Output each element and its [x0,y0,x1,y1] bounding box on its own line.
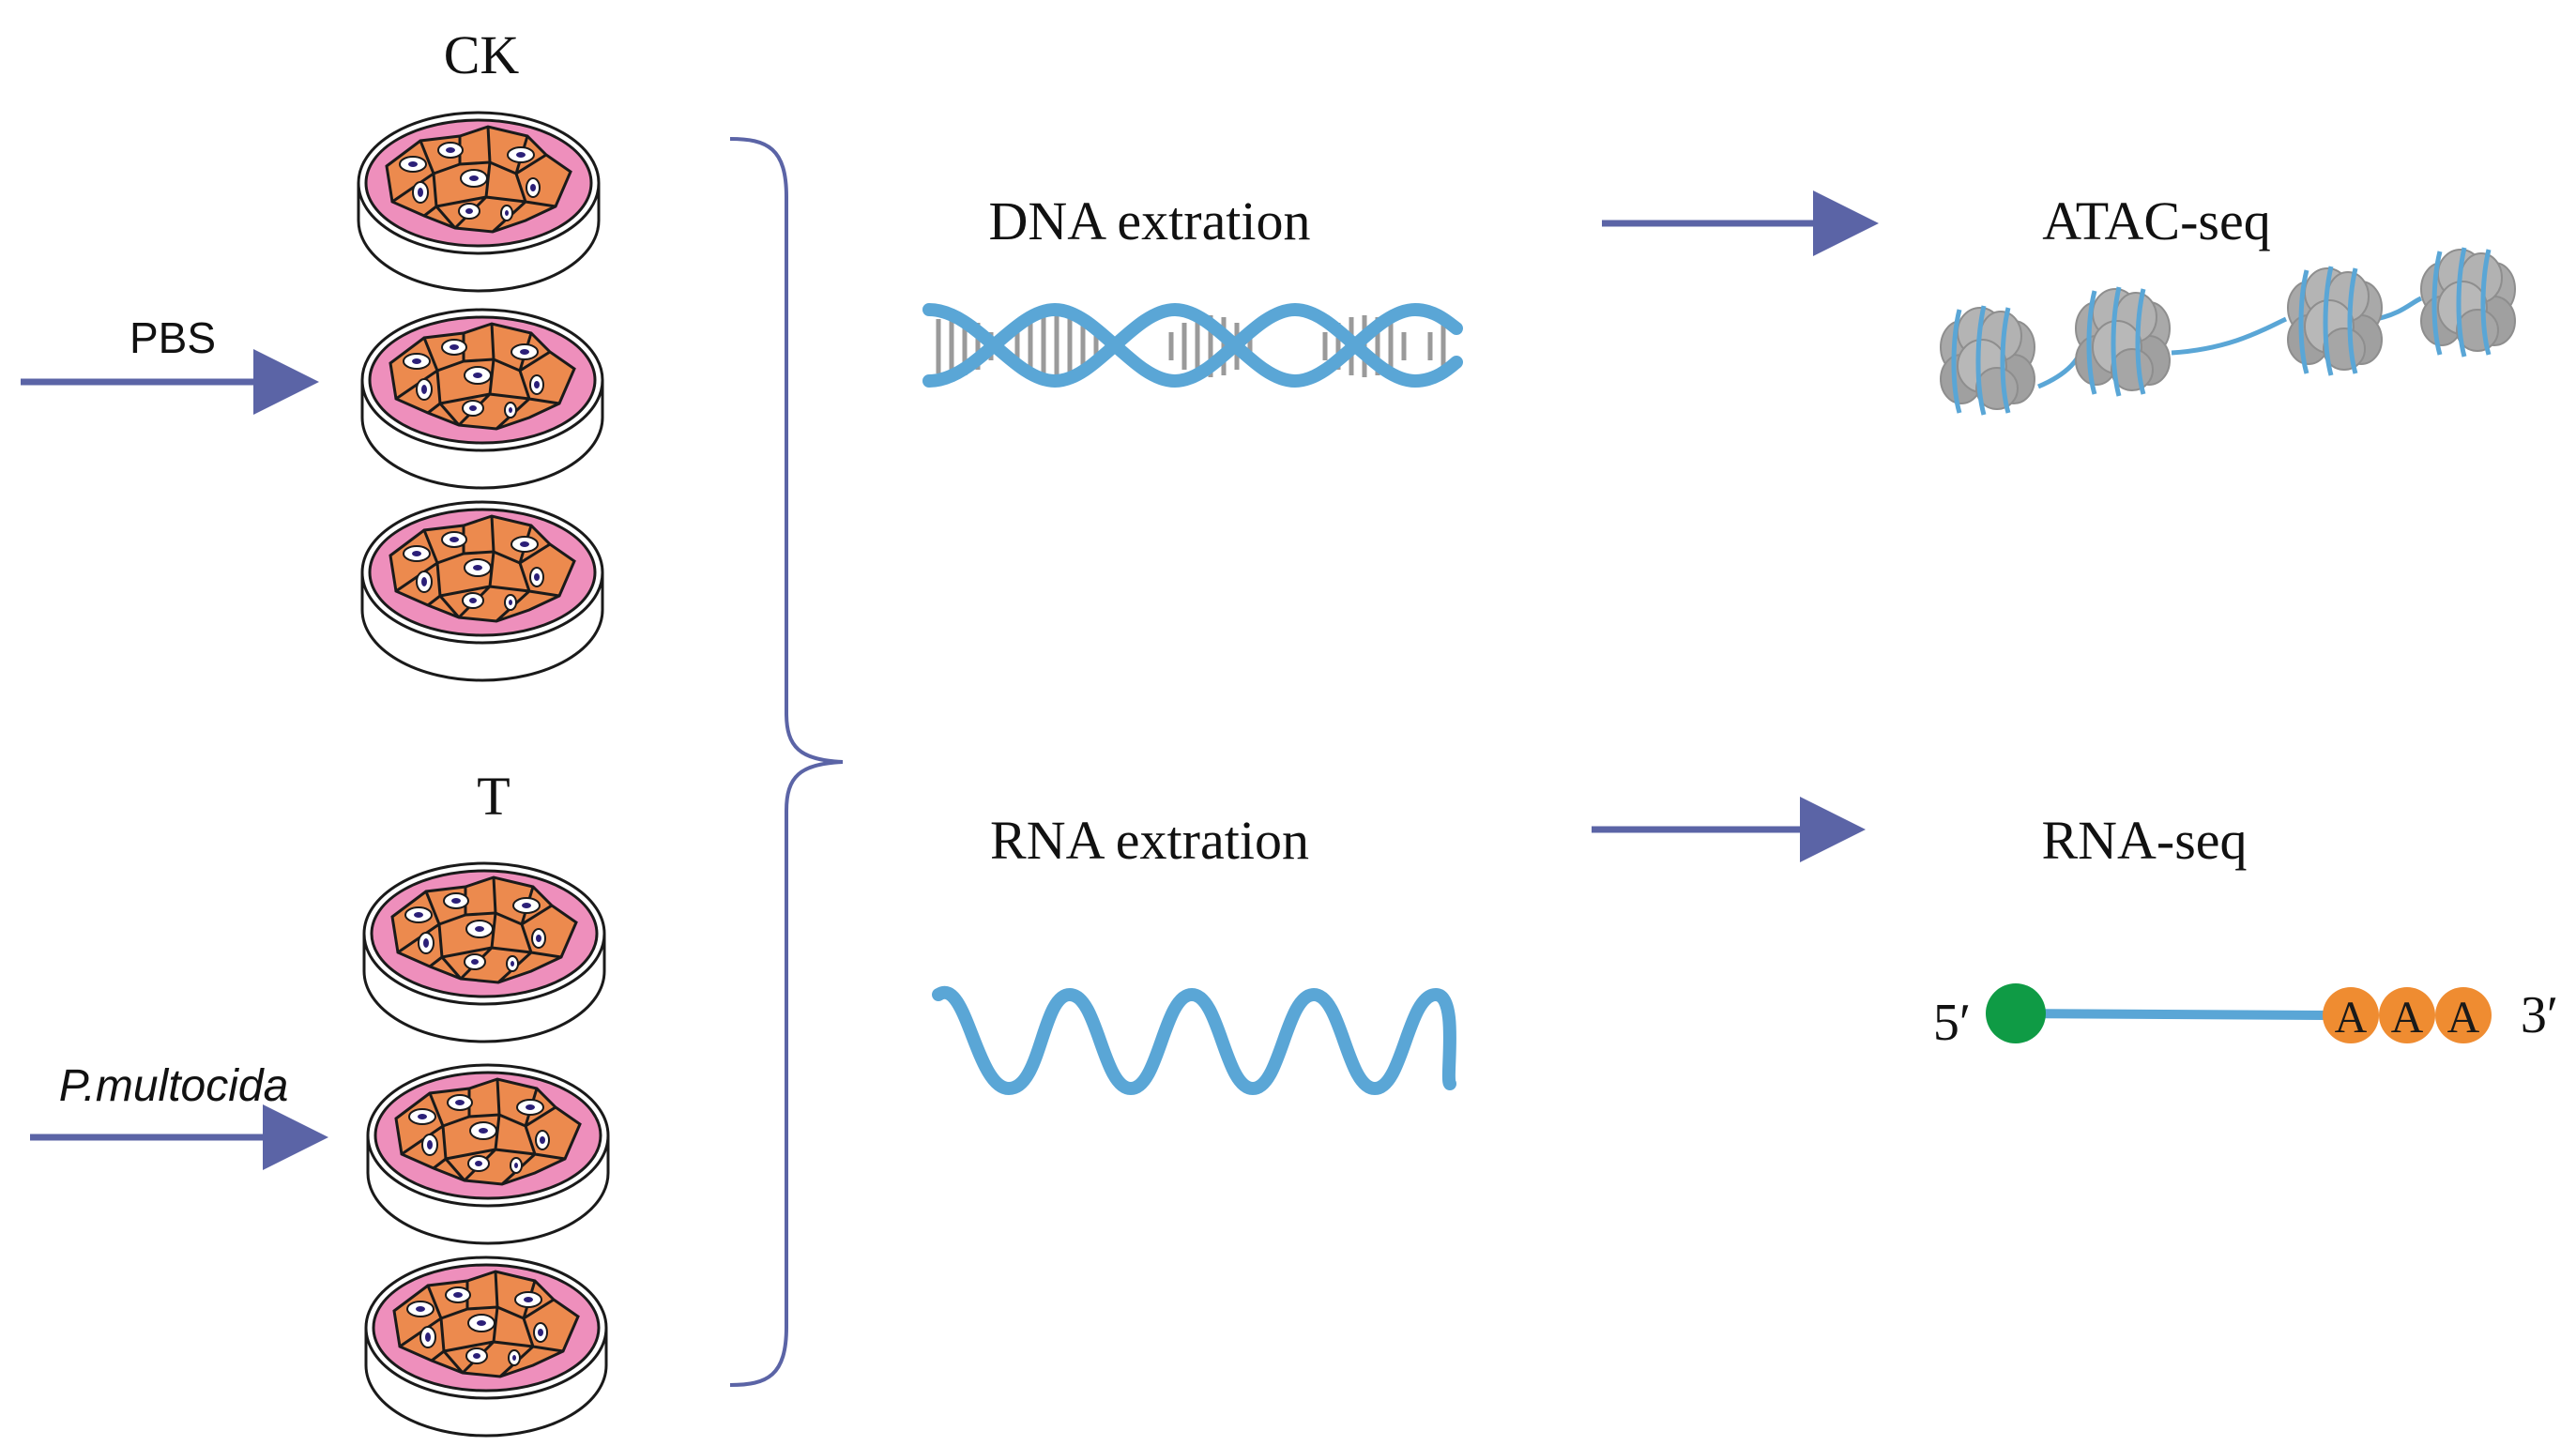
poly-a-2 [2379,987,2435,1043]
mrna-molecule: 5′ A A A 3′ [1933,983,2558,1052]
ck-dish-3 [362,502,602,680]
t-label: T [477,766,510,827]
chromatin-nucleosomes [1941,248,2515,415]
poly-a-letter: A [2335,993,2368,1043]
t-dish-2 [368,1065,608,1243]
dna-double-helix [922,302,1463,388]
ck-dish-1 [358,113,599,291]
five-prime-cap [1986,983,2046,1043]
pathogen-label: P.multocida [59,1061,289,1111]
t-dish-3 [366,1257,606,1436]
rna-strand [932,985,1456,1096]
five-prime-label: 5′ [1933,994,1971,1052]
sample-brace [729,137,844,1387]
three-prime-label: 3′ [2521,986,2558,1044]
pbs-label: PBS [130,313,216,362]
atac-seq-label: ATAC-seq [2042,190,2270,251]
rna-seq-label: RNA-seq [2041,810,2247,871]
ck-dish-2 [362,310,602,488]
poly-a-1 [2323,987,2379,1043]
poly-a-3 [2435,987,2492,1043]
t-dish-1 [364,863,604,1042]
rna-extraction-label: RNA extration [990,810,1309,871]
poly-a-letter: A [2391,993,2424,1043]
dna-extraction-label: DNA extration [988,190,1310,251]
ck-label: CK [444,24,520,85]
poly-a-letter: A [2447,993,2480,1043]
